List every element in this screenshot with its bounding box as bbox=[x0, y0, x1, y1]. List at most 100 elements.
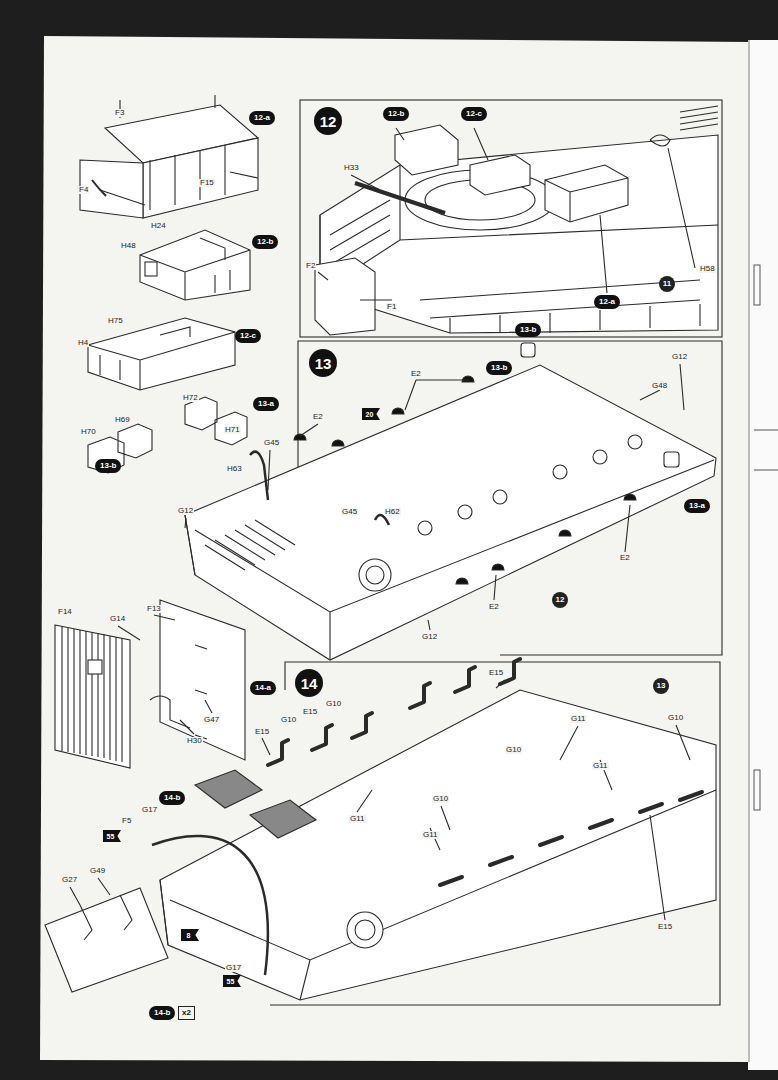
part-label: F13 bbox=[146, 605, 162, 613]
part-label: F2 bbox=[305, 262, 316, 270]
part-label: F5 bbox=[121, 817, 132, 825]
node-text: 12-c bbox=[466, 110, 482, 118]
part-label: H63 bbox=[226, 465, 243, 473]
node-text: 12-b bbox=[257, 238, 273, 246]
part-label: F15 bbox=[199, 179, 215, 187]
part-label: F1 bbox=[386, 303, 397, 311]
node-text: 20 bbox=[366, 411, 374, 418]
part-label: G27 bbox=[61, 876, 78, 884]
part-label: E15 bbox=[302, 708, 318, 716]
part-label: H71 bbox=[224, 426, 241, 434]
part-label: E2 bbox=[619, 554, 631, 562]
part-label: F14 bbox=[57, 608, 73, 616]
node-text: 13-b bbox=[520, 326, 536, 334]
part-label: G45 bbox=[263, 439, 280, 447]
part-label: H70 bbox=[80, 428, 97, 436]
node-text: 12-a bbox=[254, 114, 270, 122]
paint-flag: 8 bbox=[181, 929, 199, 941]
node-text: 14 bbox=[301, 676, 318, 691]
node-text: 13 bbox=[315, 356, 332, 371]
substep-badge: 12-b bbox=[383, 107, 409, 121]
substep-badge: 13-a bbox=[253, 397, 279, 411]
step-number: 13 bbox=[309, 349, 337, 377]
part-reference: 13 bbox=[653, 678, 669, 694]
node-text: 13 bbox=[657, 682, 666, 690]
part-label: G10 bbox=[505, 746, 522, 754]
node-text: 55 bbox=[227, 978, 235, 985]
part-label: G47 bbox=[203, 716, 220, 724]
substep-badge: 12-b bbox=[252, 235, 278, 249]
node-text: 55 bbox=[107, 833, 115, 840]
part-label: G10 bbox=[432, 795, 449, 803]
node-text: 12 bbox=[320, 114, 337, 129]
node-text: 12 bbox=[556, 596, 565, 604]
node-text: 14-b bbox=[164, 794, 180, 802]
paint-flag: 55 bbox=[223, 975, 241, 987]
substep-badge: 12-a bbox=[594, 295, 620, 309]
part-label: H24 bbox=[150, 222, 167, 230]
part-label: H4 bbox=[77, 339, 89, 347]
part-label: H62 bbox=[384, 508, 401, 516]
node-text: 13-b bbox=[491, 364, 507, 372]
node-text: 14-b bbox=[154, 1009, 170, 1017]
node-text: 14-a bbox=[255, 684, 271, 692]
part-label: G11 bbox=[422, 831, 439, 839]
part-label: F3 bbox=[114, 109, 125, 117]
substep-badge: 13-b bbox=[515, 323, 541, 337]
part-label: G12 bbox=[421, 633, 438, 641]
part-label: G10 bbox=[280, 716, 297, 724]
step-number: 14 bbox=[295, 669, 323, 697]
part-label: G48 bbox=[651, 382, 668, 390]
node-text: 13-a bbox=[258, 400, 274, 408]
part-label: G14 bbox=[109, 615, 126, 623]
substep-badge: 13-b bbox=[486, 361, 512, 375]
part-label: G17 bbox=[141, 806, 158, 814]
part-label: G17 bbox=[225, 964, 242, 972]
part-label: E15 bbox=[254, 728, 270, 736]
part-label: E15 bbox=[657, 923, 673, 931]
substep-badge: 14-b bbox=[149, 1006, 175, 1020]
part-label: G49 bbox=[89, 867, 106, 875]
substep-badge: 12-c bbox=[461, 107, 487, 121]
part-reference: 11 bbox=[659, 276, 675, 292]
part-label: G11 bbox=[349, 815, 366, 823]
quantity-box: x2 bbox=[178, 1006, 195, 1020]
part-label: G12 bbox=[671, 353, 688, 361]
part-label: H69 bbox=[114, 416, 131, 424]
substep-badge: 13-a bbox=[684, 499, 710, 513]
part-label: H30 bbox=[186, 737, 203, 745]
part-label: E15 bbox=[488, 669, 504, 677]
node-text: 13-a bbox=[689, 502, 705, 510]
part-label: G10 bbox=[325, 700, 342, 708]
part-label: E2 bbox=[410, 370, 422, 378]
substep-badge: 14-a bbox=[250, 681, 276, 695]
step-number: 12 bbox=[314, 107, 342, 135]
part-label: E2 bbox=[488, 603, 500, 611]
part-label: G45 bbox=[341, 508, 358, 516]
part-label: E2 bbox=[312, 413, 324, 421]
part-label: G12 bbox=[177, 507, 194, 515]
part-reference: 12 bbox=[552, 592, 568, 608]
substep-badge: 12-a bbox=[249, 111, 275, 125]
node-text: 13-b bbox=[100, 462, 116, 470]
node-text: 11 bbox=[663, 280, 671, 288]
part-label: G11 bbox=[592, 762, 609, 770]
node-text: 12-c bbox=[240, 332, 256, 340]
node-text: 12-a bbox=[599, 298, 615, 306]
substep-badge: 14-b bbox=[159, 791, 185, 805]
substep-badge: 12-c bbox=[235, 329, 261, 343]
part-label: H58 bbox=[699, 265, 716, 273]
node-text: 12-b bbox=[388, 110, 404, 118]
paint-flag: 55 bbox=[103, 830, 121, 842]
part-label: G11 bbox=[570, 715, 587, 723]
part-label: G10 bbox=[667, 714, 684, 722]
part-label: H72 bbox=[182, 394, 199, 402]
part-label: H48 bbox=[120, 242, 137, 250]
substep-badge: 13-b bbox=[95, 459, 121, 473]
part-label: H33 bbox=[343, 164, 360, 172]
node-text: 8 bbox=[187, 932, 191, 939]
part-label: H75 bbox=[107, 317, 124, 325]
part-label: F4 bbox=[78, 186, 89, 194]
node-text: x2 bbox=[182, 1009, 191, 1017]
